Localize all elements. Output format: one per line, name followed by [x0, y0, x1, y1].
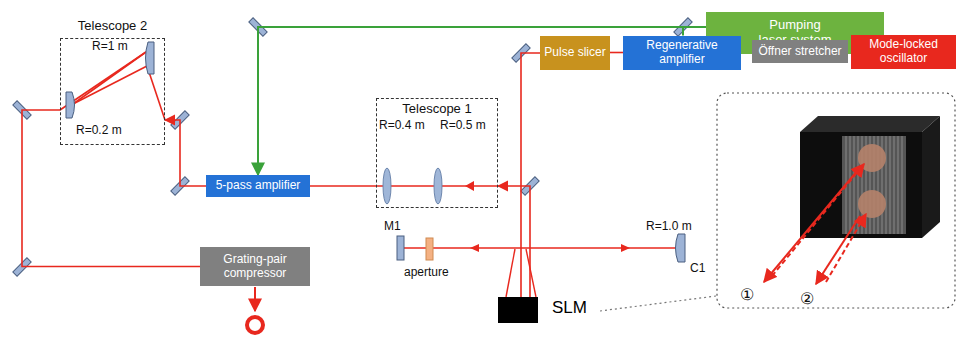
slm-grid — [846, 136, 902, 234]
part-label: R=0.2 m — [76, 124, 122, 138]
arrow-head — [621, 244, 630, 252]
beam-line — [506, 249, 515, 297]
laser-beam — [498, 186, 530, 297]
leader-line — [600, 296, 716, 311]
laser-beam — [22, 110, 200, 267]
slm-device — [800, 116, 940, 132]
node-label: Telescope 2 — [41, 18, 184, 33]
beam-line — [526, 249, 536, 297]
laser-beam — [610, 52, 623, 54]
node-label: Regenerative amplifier — [636, 39, 728, 67]
amplifier-box: 5-pass amplifier — [206, 175, 310, 197]
arrow-head — [465, 181, 474, 191]
node-label: Grating-pair compressor — [211, 253, 299, 281]
beam-arrow — [816, 216, 860, 284]
stretcher-box: Öffner stretcher — [752, 40, 848, 63]
lens — [383, 168, 391, 204]
node-label: SLM — [552, 298, 587, 318]
inset-frame — [717, 93, 955, 308]
part-label: M1 — [384, 220, 401, 234]
compressor-box: Grating-pair compressor — [200, 247, 310, 286]
laser-beam — [310, 185, 376, 187]
part-label: aperture — [404, 266, 449, 280]
oscillator-box: Mode-locked oscillator — [851, 35, 956, 69]
node-label: 5-pass amplifier — [216, 179, 301, 193]
node-label: Öffner stretcher — [758, 45, 841, 59]
part-label: R=0.5 m — [440, 119, 486, 133]
callout-number: ① — [740, 286, 754, 304]
mirror — [397, 236, 404, 260]
output-ring — [247, 317, 263, 333]
pulse-slicer-box: Pulse slicer — [540, 36, 610, 70]
part-label: C1 — [690, 262, 705, 276]
node-label: Pulse slicer — [544, 46, 605, 60]
part-label: R=1.0 m — [646, 220, 692, 234]
aperture-plate — [426, 238, 433, 260]
beam-spot — [858, 190, 886, 218]
laser-beam — [165, 120, 206, 186]
slm-device: SLM — [498, 297, 538, 323]
slm-device — [800, 132, 922, 238]
concave-mirror — [676, 234, 686, 262]
slm-panel — [842, 136, 906, 234]
beam-arrow — [826, 214, 866, 282]
part-label: R=0.4 m — [379, 119, 425, 133]
beam-arrow — [764, 170, 858, 282]
concave-mirror — [66, 92, 75, 118]
slm-device — [922, 116, 940, 238]
output-beam — [254, 287, 256, 311]
amplifier-box: Regenerative amplifier — [623, 36, 741, 70]
telescope-group: Telescope 1 — [376, 98, 498, 208]
beam-spot — [858, 144, 886, 172]
pump-beam — [683, 27, 706, 36]
part-label: R=1 m — [92, 40, 128, 54]
beam-line — [404, 247, 678, 249]
callout-number: ② — [800, 290, 814, 308]
node-label: Mode-locked oscillator — [851, 38, 956, 66]
lens — [434, 168, 442, 204]
node-label: Telescope 1 — [402, 101, 471, 116]
beam-line — [73, 66, 147, 104]
arrow-head — [470, 244, 479, 252]
concave-mirror — [146, 42, 155, 74]
